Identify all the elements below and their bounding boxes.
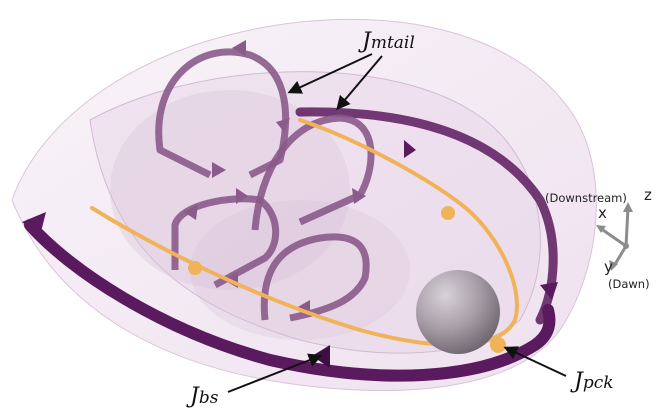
ring-current-node-bottom — [490, 337, 506, 353]
y-axis — [614, 246, 626, 266]
label-jmtail: Jmtail — [358, 29, 415, 54]
axis-note-downstream: (Downstream) — [545, 191, 627, 205]
axis-label-x: x — [598, 204, 607, 222]
label-jpck: Jpck — [570, 369, 614, 394]
ring-current-node-left — [188, 261, 202, 275]
x-axis — [600, 228, 626, 246]
axis-label-z: z — [644, 186, 652, 204]
z-axis — [626, 208, 628, 246]
label-jbs: Jbs — [186, 384, 219, 409]
axis-label-y: y — [604, 258, 613, 276]
ring-current-node-right — [441, 206, 455, 220]
planet — [416, 270, 500, 354]
axis-note-dawn: (Dawn) — [608, 277, 650, 291]
